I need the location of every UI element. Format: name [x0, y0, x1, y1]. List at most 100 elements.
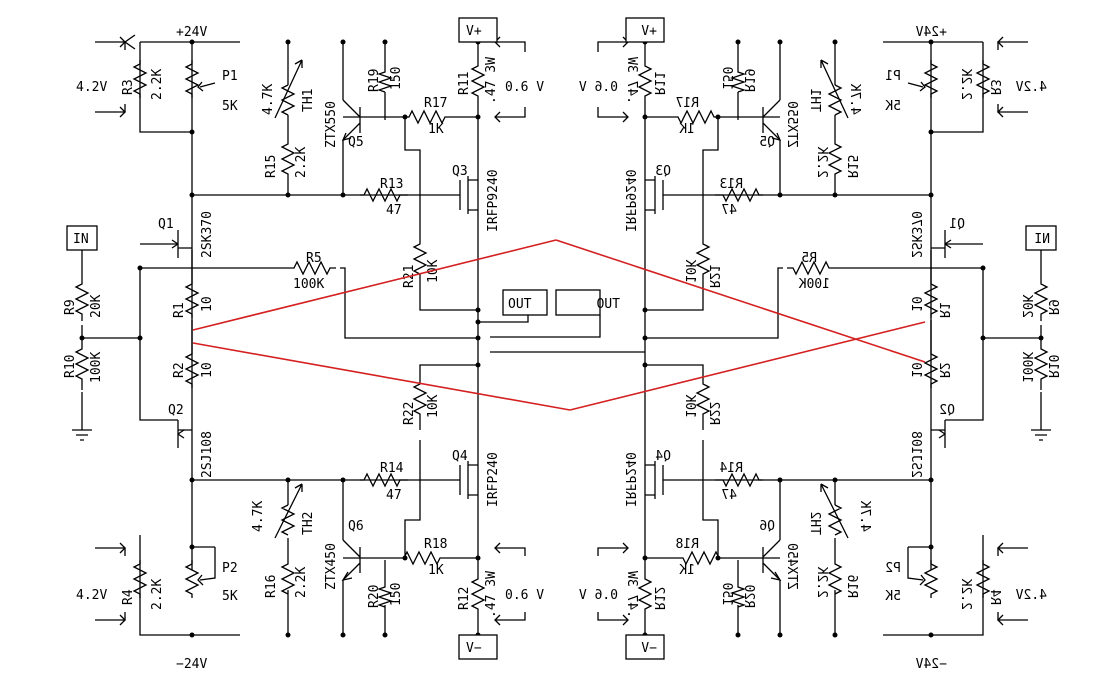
right-r21-name: R21: [706, 265, 721, 288]
right-r9-name: R9: [1045, 299, 1060, 315]
th2-value: 4.7K: [251, 501, 266, 532]
right-r20-value: 150: [719, 583, 734, 606]
right-r13-value: 47: [721, 203, 737, 218]
p2-name: P2: [222, 561, 238, 576]
red-line-bottom-left: [192, 342, 571, 411]
right-r2-name: R2: [936, 362, 951, 378]
rail-neg-label: −24V: [176, 657, 207, 672]
bias-top-label: 4.2V: [76, 80, 107, 95]
right-th2-value: 4.7K: [857, 501, 872, 532]
right-q2-part: 2SJ108: [908, 431, 923, 478]
right-r5-name: R5: [801, 251, 817, 266]
q2-name: Q2: [168, 403, 184, 418]
right-th2-name: TH2: [807, 512, 822, 535]
r16-name: R16: [264, 575, 279, 598]
right-th1-name: TH1: [807, 89, 822, 112]
r4-name: R4: [121, 589, 136, 605]
r3-value: 2.2K: [150, 69, 165, 100]
right-q3-part: IRFP9240: [622, 169, 637, 232]
q6-part: ZTX450: [324, 543, 339, 590]
left-vplus-label: V+: [466, 24, 482, 39]
right-r22-name: R22: [706, 402, 721, 425]
right-r15-name: R15: [844, 155, 859, 178]
right-r11-name: R11: [651, 72, 666, 95]
right-vminus-label: −V: [641, 641, 657, 656]
right-r15-value: 2.2K: [814, 147, 829, 178]
q3-name: Q3: [452, 164, 468, 179]
r10-name: R10: [63, 355, 78, 378]
right-schematic-mirrored: [555, 17, 1057, 660]
right-rail-pos-label: +24V: [916, 25, 947, 40]
right-p1-name: P1: [885, 69, 901, 84]
q4-name: Q4: [452, 449, 468, 464]
right-r22-value: 10K: [682, 394, 697, 418]
r22-name: R22: [402, 402, 417, 425]
left-out-label: OUT: [508, 297, 532, 312]
r13-value: 47: [386, 203, 402, 218]
p2-value: 5K: [222, 589, 238, 604]
left-vminus-label: V−: [466, 641, 482, 656]
r9-name: R9: [63, 299, 78, 315]
r17-value: 1K: [428, 122, 444, 137]
right-sense-bottom-label: 0.6 V: [579, 588, 618, 603]
red-annotation: [192, 239, 926, 411]
r4-value: 2.2K: [150, 579, 165, 610]
r5-value: 100K: [293, 277, 324, 292]
red-line-top-right: [555, 239, 926, 363]
right-r19-name: R19: [741, 69, 756, 92]
r16-value: 2.2K: [294, 567, 309, 598]
right-r3-value: 2.2K: [958, 69, 973, 100]
right-r18-name: R18: [676, 537, 699, 552]
r20-name: R20: [367, 585, 382, 608]
r19-name: R19: [367, 69, 382, 92]
right-q5-name: Q5: [759, 135, 775, 150]
r18-name: R18: [424, 537, 447, 552]
r20-value: 150: [389, 583, 404, 606]
q5-part: ZTX550: [324, 101, 339, 148]
q4-part: IRFP240: [486, 452, 501, 507]
right-q1-part: 2SK370: [908, 211, 923, 258]
r15-value: 2.2K: [294, 147, 309, 178]
right-labels: +V −V NI TUO +24V −24V 4.2V 4.2V 0.6 V 0…: [579, 24, 1060, 672]
right-rail-neg-label: −24V: [916, 657, 947, 672]
right-q3-name: Q3: [655, 164, 671, 179]
left-vminus-port: V−: [458, 634, 498, 660]
p1-name: P1: [222, 69, 238, 84]
r2-name: R2: [172, 362, 187, 378]
right-r17-value: 1K: [679, 122, 695, 137]
r22-value: 10K: [426, 394, 441, 418]
th1-name: TH1: [301, 89, 316, 112]
right-r17-name: R17: [676, 96, 699, 111]
right-r1-name: R1: [936, 302, 951, 318]
r18-value: 1K: [428, 563, 444, 578]
right-q4-name: Q4: [655, 449, 671, 464]
r12-value: .47 3W: [484, 571, 499, 618]
right-sense-top-label: 0.6 V: [579, 80, 618, 95]
r5-name: R5: [306, 251, 322, 266]
right-r2-value: 10: [908, 362, 923, 378]
r11-name: R11: [457, 72, 472, 95]
r17-name: R17: [424, 96, 447, 111]
left-schematic: V+ V− IN OUT +24V −24V 4.2V 4.2V 0.6 V 0…: [63, 17, 645, 672]
q5-name: Q5: [348, 135, 364, 150]
r11-value: .47 3W: [484, 57, 499, 104]
right-th1-value: 4.7K: [847, 84, 862, 115]
r14-name: R14: [380, 461, 404, 476]
right-r4-value: 2.2K: [958, 579, 973, 610]
right-q6-part: ZTX450: [784, 543, 799, 590]
q2-part: 2SJ108: [200, 431, 215, 478]
r10-value: 100K: [89, 352, 104, 383]
right-r12-name: R12: [651, 587, 666, 610]
q1-part: 2SK370: [200, 211, 215, 258]
left-vplus-port: V+: [458, 17, 498, 43]
right-r18-value: 1K: [679, 563, 695, 578]
right-r13-name: R13: [720, 177, 743, 192]
right-bias-bottom-label: 4.2V: [1016, 588, 1047, 603]
right-r1-value: 10: [908, 296, 923, 312]
q6-name: Q6: [348, 519, 364, 534]
r1-name: R1: [172, 302, 187, 318]
q3-part: IRFP9240: [486, 169, 501, 232]
rail-pos-label: +24V: [176, 25, 207, 40]
r13-name: R13: [380, 177, 403, 192]
